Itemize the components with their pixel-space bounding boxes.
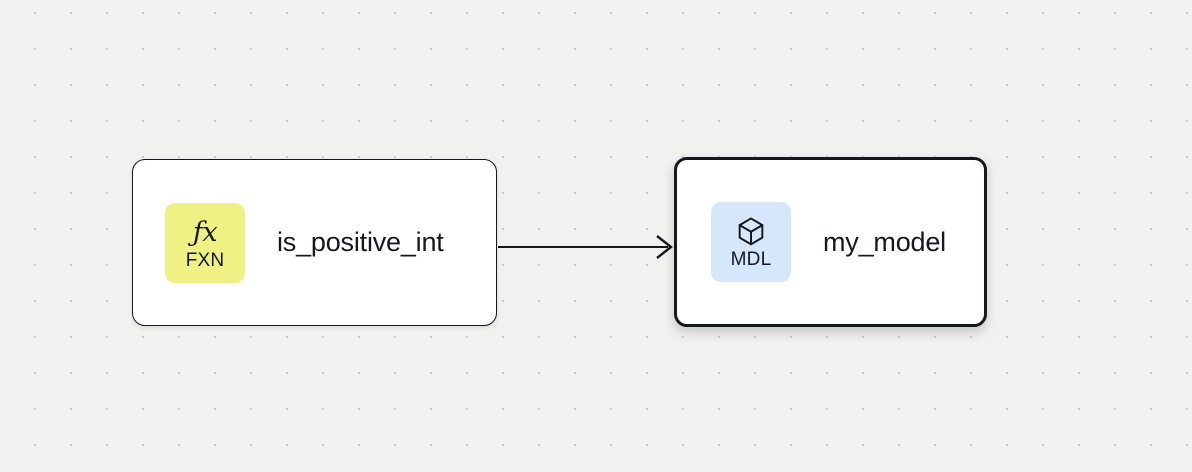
node-type-label: FXN — [185, 249, 225, 271]
edge-fxn-to-mdl[interactable] — [498, 235, 673, 259]
node-title: is_positive_int — [277, 227, 444, 257]
node-type-badge-mdl: MDL — [711, 202, 791, 282]
function-icon: ƒx — [192, 217, 218, 248]
node-type-badge-fxn: ƒx FXN — [165, 202, 245, 283]
node-title: my_model — [823, 226, 946, 257]
node-my-model[interactable]: MDL my_model — [674, 157, 987, 327]
edge-arrowhead-icon — [656, 235, 673, 259]
cube-icon — [736, 215, 766, 249]
node-type-label: MDL — [730, 249, 772, 270]
node-is-positive-int[interactable]: ƒx FXN is_positive_int — [132, 159, 497, 326]
